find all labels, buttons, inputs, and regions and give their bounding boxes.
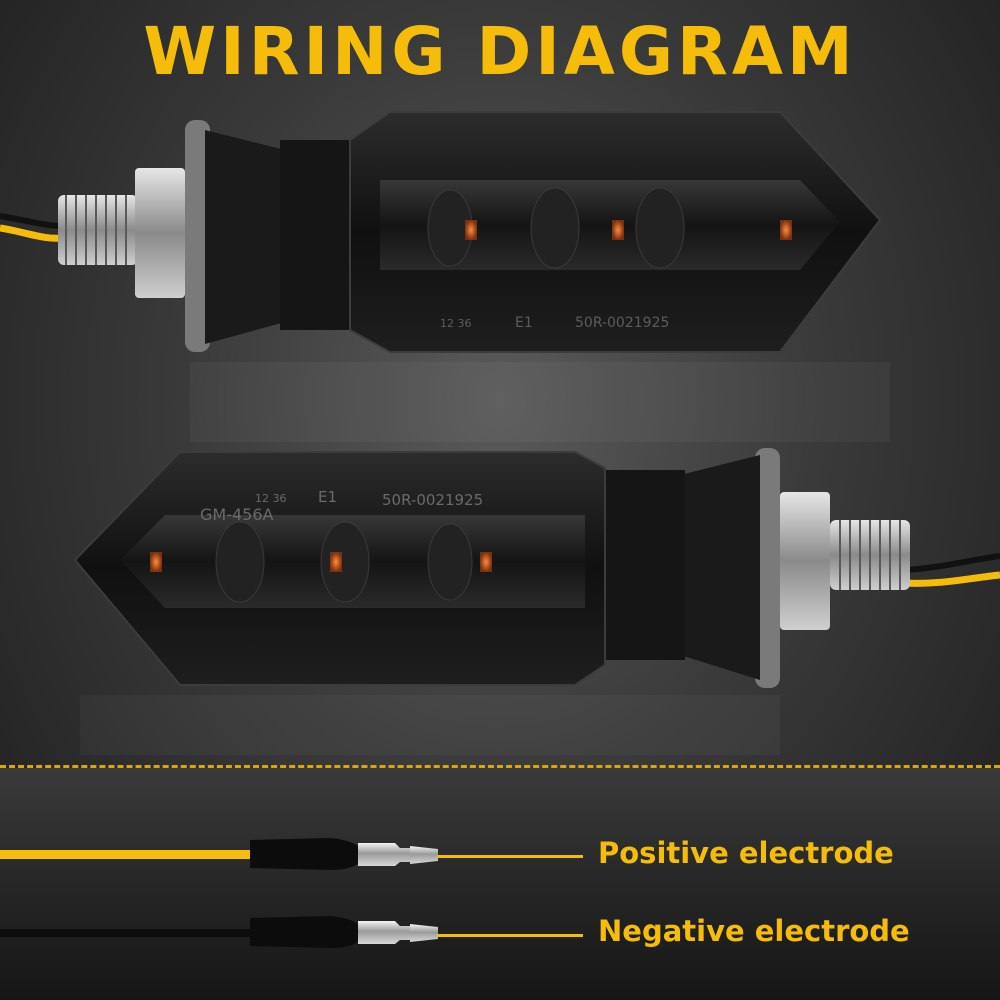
lower-marking-numbers: 12 36 [255,492,287,505]
negative-leader-line [437,934,583,937]
lower-washer [755,448,780,688]
negative-wire [0,929,255,937]
negative-sleeve [250,916,360,948]
upper-marking-numbers: 12 36 [440,317,472,330]
upper-marking-code: 50R-0021925 [575,315,669,331]
upper-marking-cert: E1 [515,315,533,331]
lower-black-wire [904,553,1000,573]
upper-reflection [190,362,890,442]
positive-electrode-label: Positive electrode [598,836,894,870]
upper-washer [185,120,210,352]
wiring-panel [0,768,1000,1000]
upper-bolt [58,195,138,265]
lower-reflection [80,695,780,755]
lower-nut [780,492,830,630]
negative-electrode-label: Negative electrode [598,914,910,948]
negative-connector [358,921,410,944]
lower-yellow-wire [904,571,1000,587]
upper-turn-signal: 50R-0021925 E1 12 36 [0,111,882,353]
upper-led-strip [427,187,792,269]
lower-marking-code: 50R-0021925 [382,491,483,509]
negative-wire-assembly [0,916,438,948]
upper-yellow-wire [0,224,63,242]
upper-nut [135,168,185,298]
positive-connector [358,843,410,866]
lower-marking-model: GM-456A [200,505,274,524]
positive-wire-assembly [0,838,438,870]
lower-marking-cert: E1 [318,488,337,506]
lower-turn-signal: 12 36 E1 50R-0021925 GM-456A [73,448,1000,688]
lower-led-strip [150,521,492,603]
diagram-title: WIRING DIAGRAM [143,13,857,90]
section-divider [0,765,1000,768]
positive-leader-line [437,855,583,858]
lower-stem [680,455,760,680]
upper-stem [205,130,285,344]
upper-black-wire [0,213,63,229]
positive-wire [0,850,255,859]
positive-sleeve [250,838,360,870]
upper-lens [380,180,840,270]
